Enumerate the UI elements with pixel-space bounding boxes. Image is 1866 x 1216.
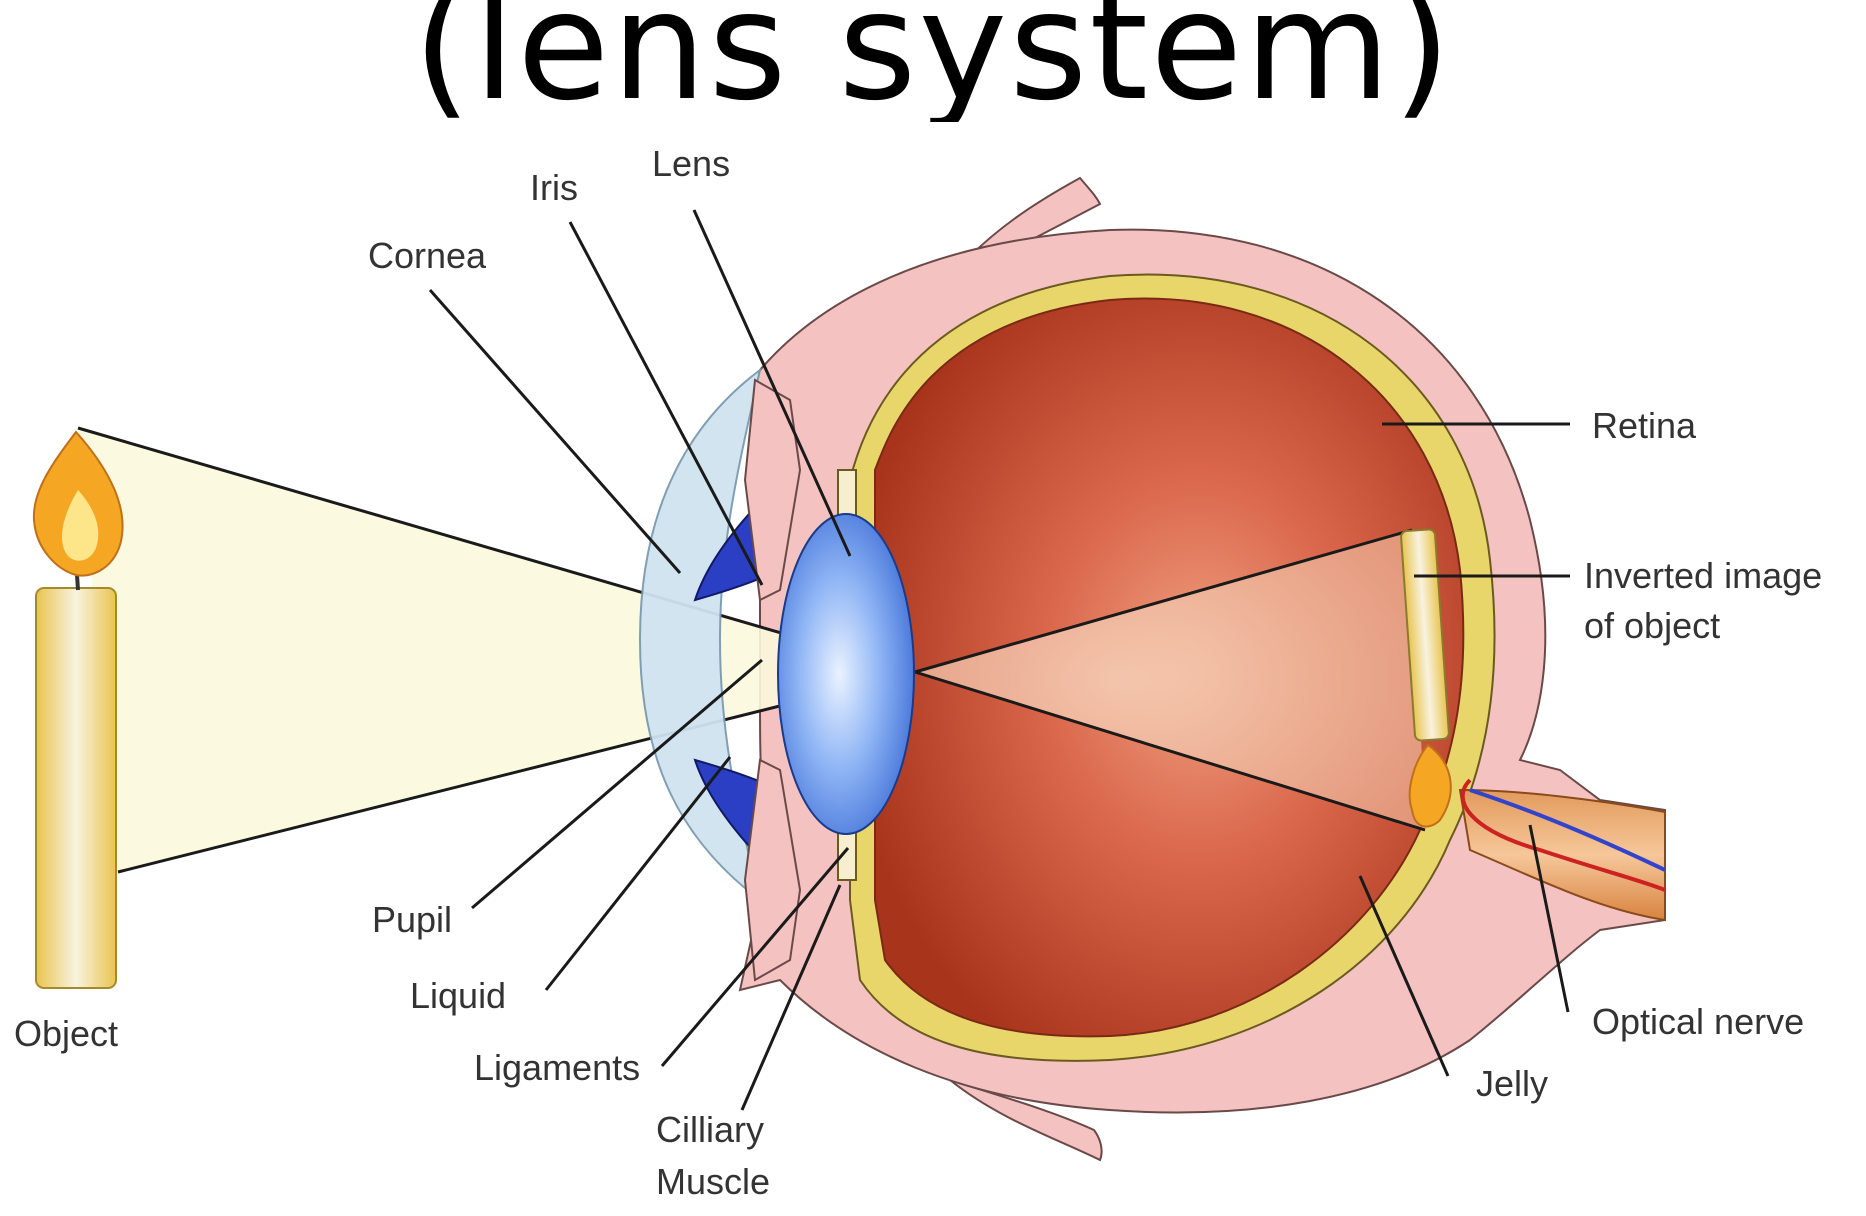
- label-jelly: Jelly: [1476, 1063, 1548, 1104]
- candle-flame-inner: [62, 490, 99, 561]
- label-cornea: Cornea: [368, 235, 487, 276]
- label-object: Object: [14, 1013, 118, 1054]
- label-inverted-image-line2: of object: [1584, 605, 1720, 646]
- title-region: (lens system): [0, 0, 1866, 122]
- refracted-upper-ray: [914, 528, 1413, 674]
- refracted-lower-ray: [914, 670, 1426, 832]
- ligament-upper: [837, 469, 857, 521]
- ciliary-upper: [743, 378, 802, 602]
- lens: [777, 513, 915, 835]
- label-ligaments: Ligaments: [474, 1047, 640, 1088]
- leader-liquid: [544, 756, 732, 991]
- incoming-light-cone: [78, 428, 915, 872]
- nerve-artery: [1460, 778, 1666, 892]
- leader-optical-nerve: [1528, 824, 1570, 1013]
- candle: [35, 587, 117, 989]
- label-lens: Lens: [652, 143, 730, 184]
- label-cilliary-line2: Muscle: [656, 1161, 770, 1202]
- leader-cornea: [428, 289, 682, 574]
- nerve-vein: [1469, 788, 1666, 872]
- inverted-candle-image: [1400, 528, 1450, 742]
- leader-iris: [568, 221, 764, 586]
- refracted-light-cone: [915, 530, 1425, 830]
- leader-pupil: [471, 658, 763, 910]
- optic-nerve: [1458, 788, 1666, 922]
- inverted-flame-image: [1408, 743, 1452, 828]
- label-retina: Retina: [1592, 405, 1697, 446]
- leader-lens: [692, 209, 852, 557]
- label-pupil: Pupil: [372, 899, 452, 940]
- page-title: (lens system): [412, 0, 1454, 122]
- lower-eyelid: [949, 1079, 1103, 1162]
- label-liquid: Liquid: [410, 975, 506, 1016]
- leader-cilliary: [740, 884, 842, 1111]
- leader-jelly: [1358, 875, 1450, 1077]
- leader-ligaments: [660, 847, 850, 1067]
- label-inverted-image-line1: Inverted image: [1584, 555, 1822, 596]
- ciliary-lower: [743, 758, 802, 982]
- label-iris: Iris: [530, 167, 578, 208]
- label-cilliary-line1: Cilliary: [656, 1109, 764, 1150]
- upper-ray: [77, 426, 916, 674]
- label-optical-nerve: Optical nerve: [1592, 1001, 1804, 1042]
